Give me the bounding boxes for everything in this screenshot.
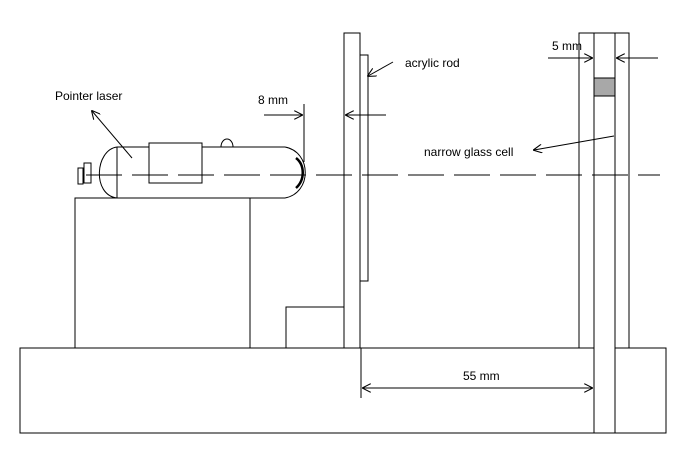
glass-cell-sample — [593, 77, 616, 97]
acrylic-rod — [359, 54, 369, 282]
pointer-laser-arrow — [92, 111, 133, 159]
laser-band — [148, 142, 203, 184]
acrylic-rod-arrow — [368, 61, 394, 76]
distance-55mm-label: 55 mm — [463, 369, 500, 383]
narrow-glass-cell-label: narrow glass cell — [424, 145, 513, 159]
laser-stand — [74, 197, 251, 349]
glass-cell-left-plate — [578, 32, 595, 349]
gap-5mm-label: 5 mm — [552, 39, 582, 53]
plate-support-block — [285, 306, 345, 349]
laser-rear-tab — [83, 162, 92, 184]
glass-cell-arrow — [534, 135, 615, 150]
acrylic-rod-label: acrylic rod — [405, 56, 460, 70]
distance-55mm-dimension — [360, 348, 592, 398]
front-plate — [343, 32, 361, 349]
glass-cell-right-plate — [614, 32, 630, 349]
laser-switch — [220, 138, 234, 148]
pointer-laser-label: Pointer laser — [55, 89, 122, 103]
gap-8mm-label: 8 mm — [258, 93, 288, 107]
base-table — [19, 347, 667, 434]
gap-8mm-dimension — [264, 104, 386, 162]
pointer-laser — [77, 138, 306, 199]
